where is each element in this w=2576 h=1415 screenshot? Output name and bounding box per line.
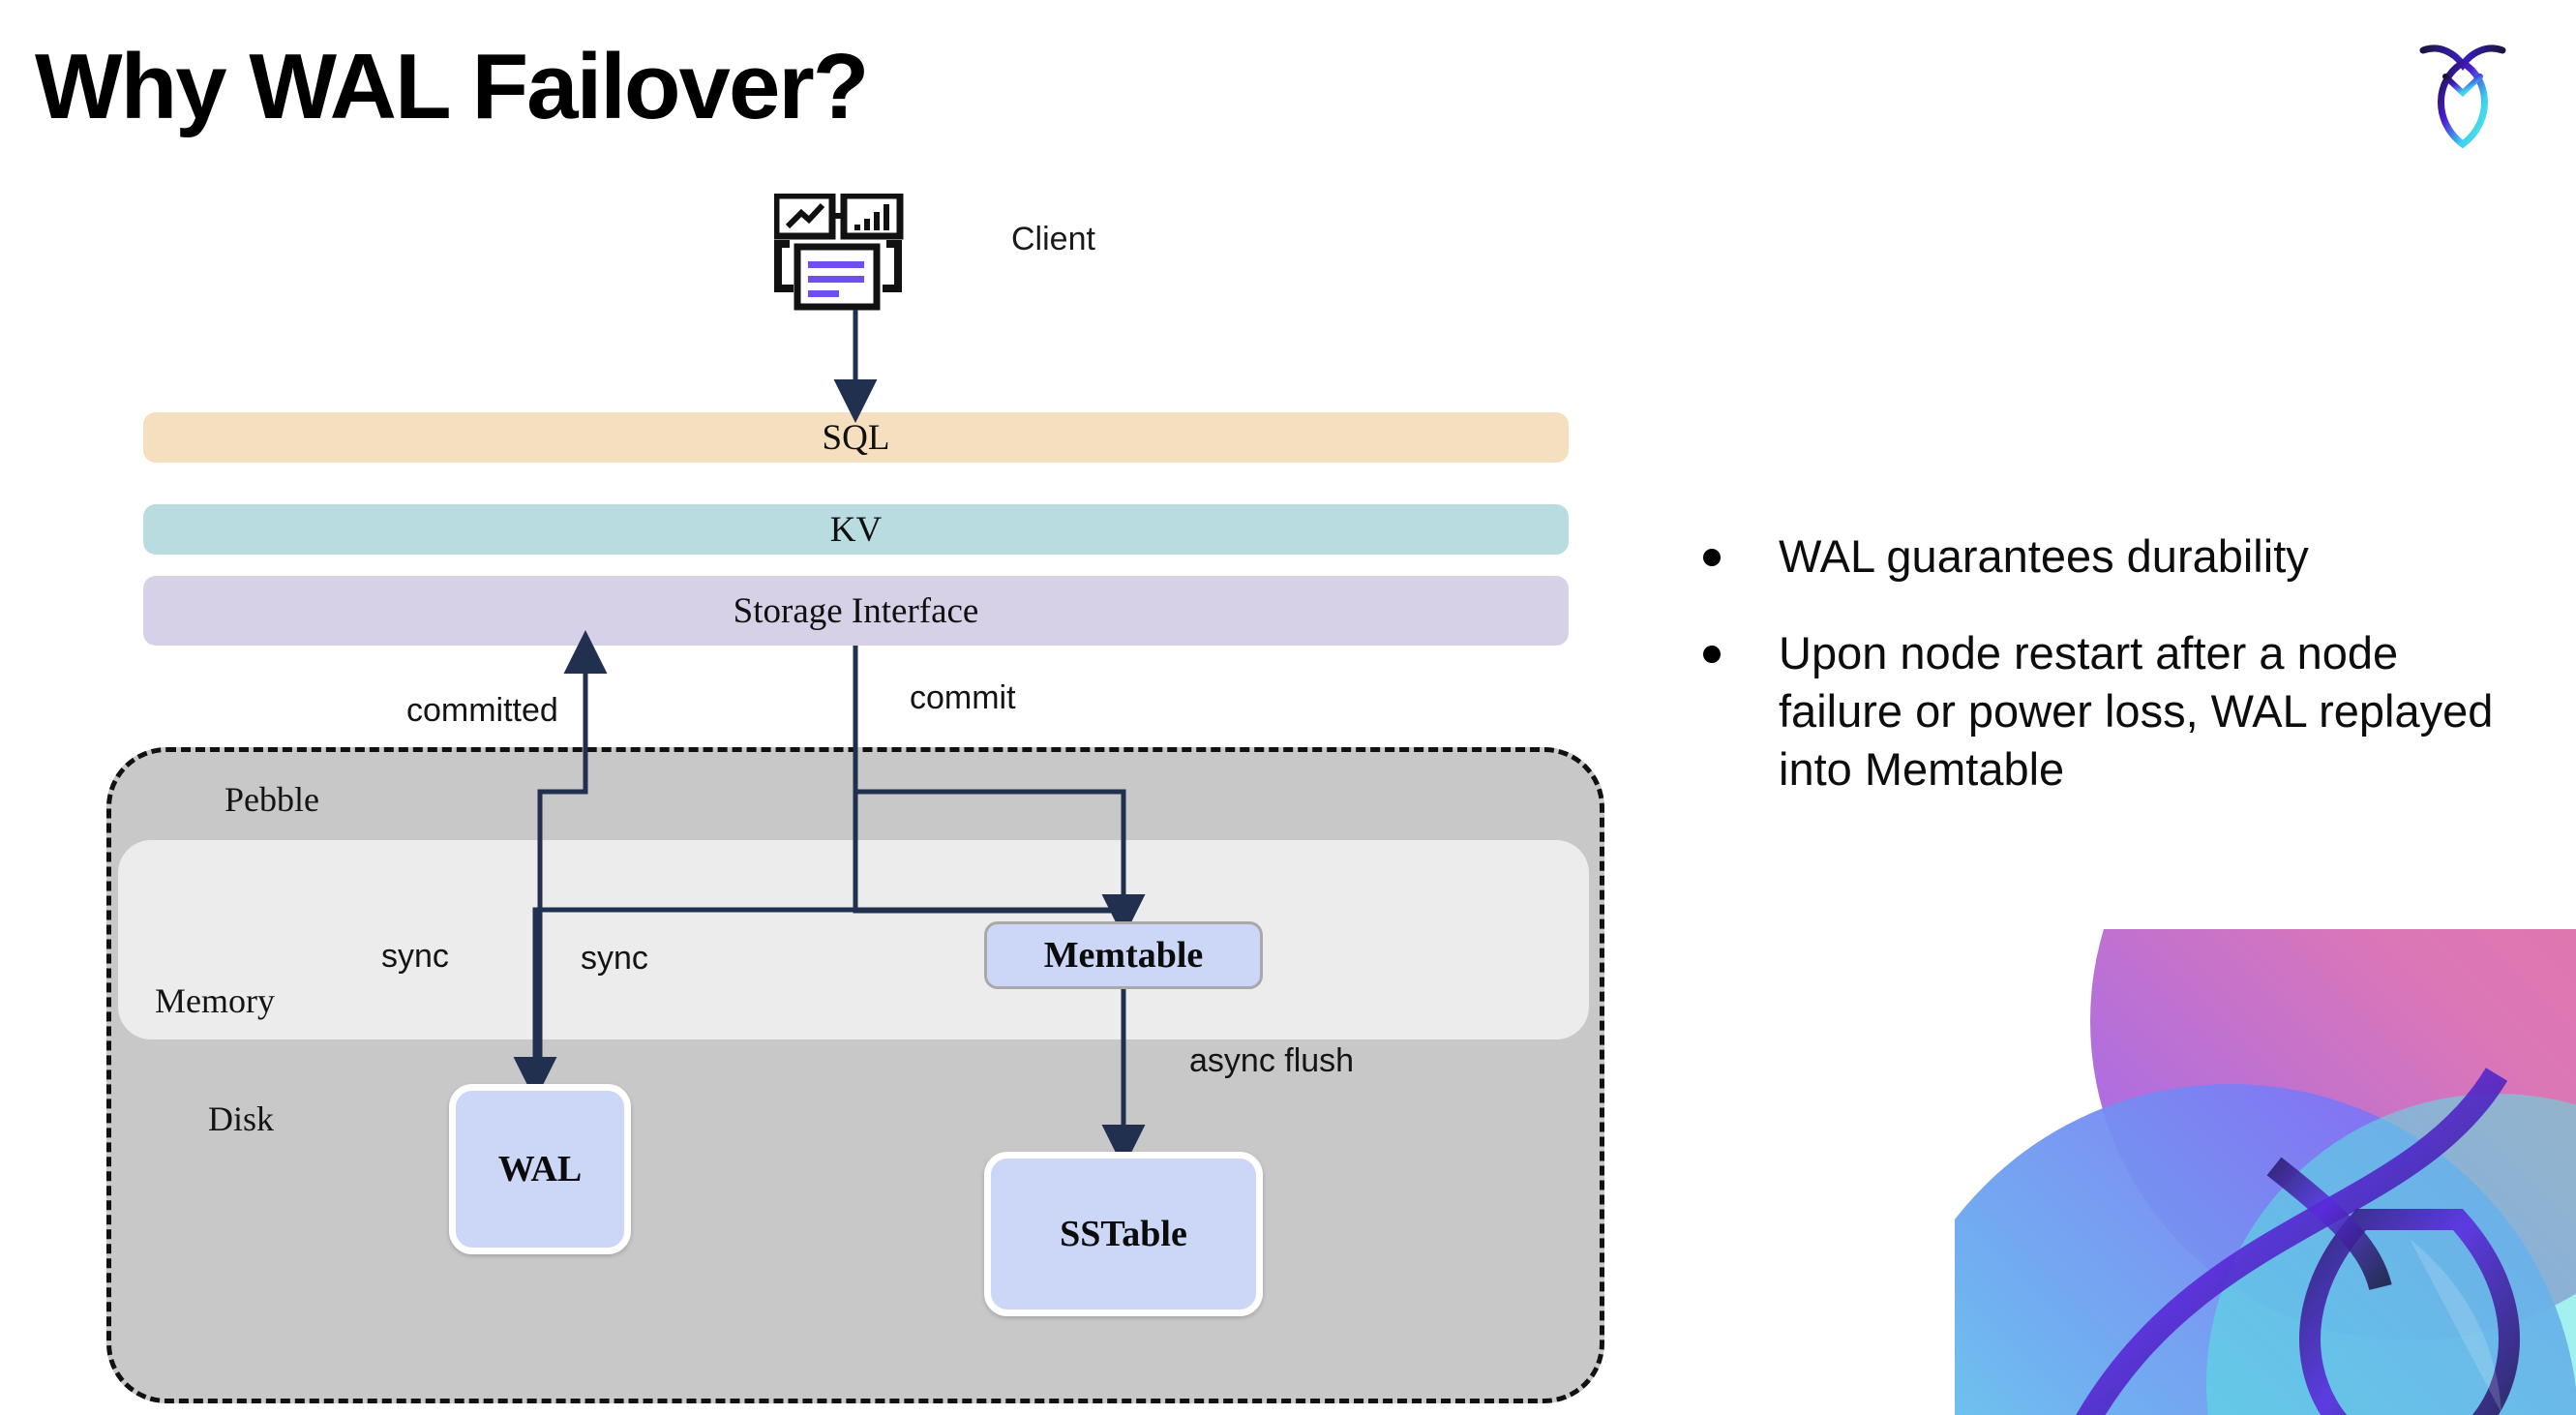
node-wal: WAL [449, 1084, 631, 1254]
memory-label: Memory [155, 981, 275, 1020]
layer-bar-kv: KV [143, 504, 1569, 555]
layer-bar-kv-label: KV [829, 509, 883, 550]
edge-label-commit: commit [910, 679, 1016, 716]
layer-bar-storage-interface-label: Storage Interface [733, 590, 979, 631]
bullet-text: WAL guarantees durability [1779, 530, 2309, 582]
edge-label-sync-left: sync [381, 938, 449, 975]
node-wal-label: WAL [497, 1149, 583, 1189]
layer-bar-storage-interface: Storage Interface [143, 576, 1569, 646]
disk-label: Disk [208, 1099, 275, 1138]
client-dashboard-icon [772, 192, 929, 319]
decorative-logo-art [1955, 929, 2576, 1415]
pebble-label: Pebble [225, 780, 319, 819]
list-item: WAL guarantees durability [1703, 527, 2506, 586]
client-label: Client [1011, 221, 1095, 257]
node-sstable-label: SSTable [1060, 1214, 1187, 1254]
cockroachdb-logo [2410, 33, 2516, 149]
memory-region [118, 840, 1589, 1039]
bullet-text: Upon node restart after a node failure o… [1779, 627, 2494, 796]
node-sstable: SSTable [984, 1152, 1263, 1316]
bullet-dot-icon [1703, 646, 1721, 664]
node-memtable-label: Memtable [1043, 935, 1204, 976]
bullet-dot-icon [1703, 549, 1721, 566]
node-memtable: Memtable [984, 921, 1263, 989]
edge-label-committed: committed [406, 692, 558, 729]
edge-label-sync-right: sync [581, 940, 648, 977]
bullet-list: WAL guarantees durability Upon node rest… [1703, 527, 2506, 838]
edge-label-async-flush: async flush [1189, 1042, 1355, 1079]
page-title: Why WAL Failover? [35, 35, 869, 138]
layer-bar-sql-label: SQL [822, 417, 890, 458]
layer-bar-sql: SQL [143, 412, 1569, 463]
list-item: Upon node restart after a node failure o… [1703, 624, 2506, 798]
